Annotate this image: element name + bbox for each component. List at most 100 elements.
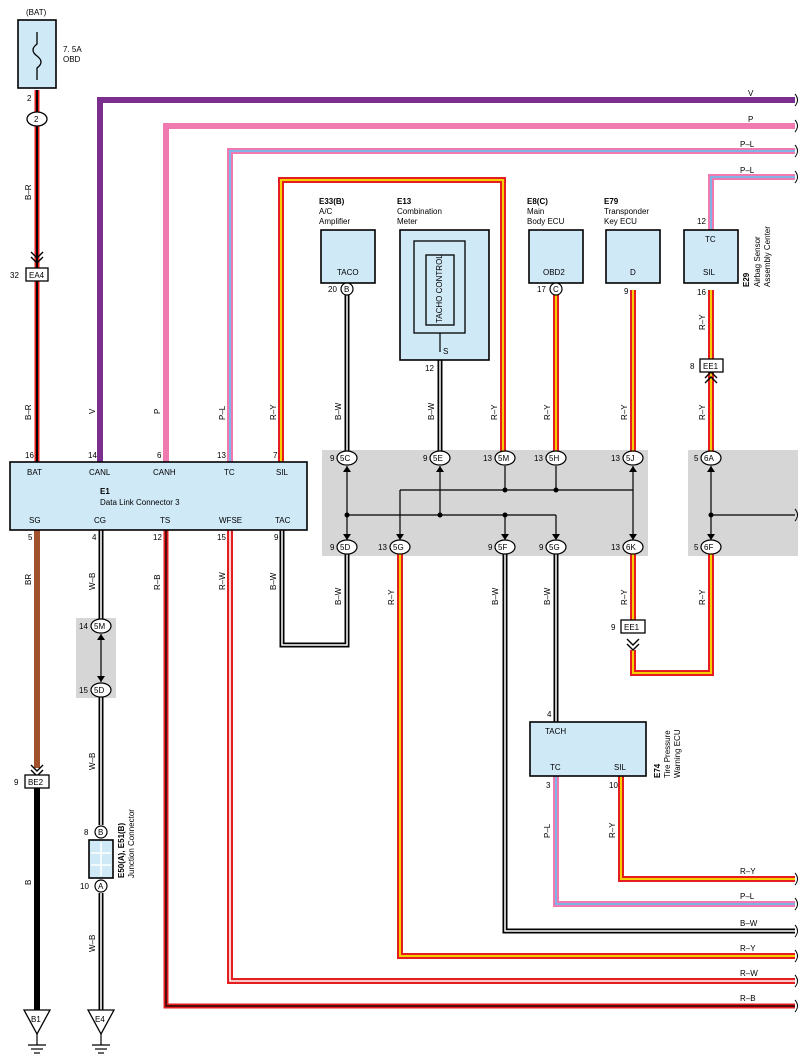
dlc-term-sil: SIL <box>276 468 289 477</box>
dlc-top-terminals: BAT CANL CANH TC SIL 16 14 6 13 7 <box>25 451 289 477</box>
e13-combination-meter <box>399 229 490 361</box>
e50-letter-b-circle <box>94 825 108 839</box>
e33-name2: Amplifier <box>319 217 350 226</box>
e8-term: OBD2 <box>543 268 565 277</box>
label-br-sg: BR <box>24 574 33 585</box>
e33-pin: 20 <box>328 285 337 294</box>
label-wb-cg: W–B <box>88 573 97 590</box>
jb-top-conn-4-oval <box>622 450 644 466</box>
dlc-pin-canl: 14 <box>88 451 97 460</box>
e74-id: E74 <box>653 763 662 778</box>
e8-id: E8(C) <box>527 197 548 206</box>
jb-top-conn-4-label: 5J <box>626 454 634 463</box>
dlc-pin-sil: 7 <box>273 451 278 460</box>
dlc-term-bat: BAT <box>27 468 42 477</box>
label-ry-e79: R–Y <box>620 404 629 420</box>
jb-bottom-conn-0-label: 5D <box>340 543 350 552</box>
e50-grid <box>91 842 111 876</box>
ground-b1-triangle <box>22 1009 52 1036</box>
label-v-dlc: V <box>88 408 97 414</box>
label-pl-dlc: P–L <box>218 405 227 420</box>
jb-left-conn-0-oval <box>90 618 112 634</box>
jb-bottom-conn-2-oval <box>494 539 516 555</box>
e33-letter-circle <box>340 282 354 296</box>
be2-name: BE2 <box>28 778 44 787</box>
ee1-low-pin: 9 <box>611 623 616 632</box>
e74-tire-pressure-ecu <box>529 721 647 777</box>
ground-b1: B1 <box>31 1015 41 1024</box>
dlc-pin-canh: 6 <box>157 451 162 460</box>
e13-term: S <box>443 347 448 356</box>
e79-id: E79 <box>604 197 619 206</box>
label-bw-5g: B–W <box>543 587 552 605</box>
e13-name1: Combination <box>397 207 442 216</box>
ea4-pin: 32 <box>10 271 19 280</box>
jb-top-conn-5-label: 6A <box>704 454 714 463</box>
label-bw-r: B–W <box>740 919 758 928</box>
label-ry-e29-low: R–Y <box>698 404 707 420</box>
e13-pin: 12 <box>425 364 434 373</box>
e13-inner: TACHO CONTROL <box>435 254 444 323</box>
wire-ry-loop-tracer <box>632 554 712 674</box>
e29-name1: Airbag Sensor <box>753 236 762 287</box>
jb-top-conn-2-label: 5M <box>498 454 509 463</box>
ground-e4-triangle <box>86 1009 116 1036</box>
wire-rb-tracer <box>165 530 795 1007</box>
label-ry-6k: R–Y <box>620 589 629 605</box>
jb-bottom-conn-3-label: 5G <box>549 543 560 552</box>
label-rw-wfse: R–W <box>218 572 227 590</box>
label-p-dlc: P <box>153 409 162 414</box>
e13-name2: Meter <box>397 217 418 226</box>
label-pl-r: P–L <box>740 892 755 901</box>
wire-labels: V P P–L P–L B–R B–R V P P–L R–Y B–W B–W … <box>24 89 758 1003</box>
dlc-term-wfse: WFSE <box>219 516 242 525</box>
e1-data-link-connector <box>9 461 308 531</box>
jb-top-conn-4-pin: 13 <box>611 454 620 463</box>
jb-bottom-conn-3-oval <box>545 539 567 555</box>
ee1-low-name: EE1 <box>624 623 640 632</box>
fuse-pin: 2 <box>27 94 32 103</box>
e50-name: Junction Connector <box>127 809 136 878</box>
label-rw-r: R–W <box>740 969 758 978</box>
dlc-term-tac: TAC <box>275 516 291 525</box>
e13-id: E13 <box>397 197 412 206</box>
ea4-box <box>25 267 49 282</box>
label-bw-e33: B–W <box>334 402 343 420</box>
e79-transponder-key-ecu <box>605 229 661 284</box>
ee1-top-pin: 8 <box>690 362 695 371</box>
fuse-source: (BAT) <box>26 8 47 17</box>
jb-top-conn-1-label: 5E <box>433 454 443 463</box>
wire-bw-5f-tracer <box>504 554 795 932</box>
jb-bottom-conn-0-pin: 9 <box>330 543 335 552</box>
e74-pin-tc: 3 <box>546 781 551 790</box>
jb-top-conn-3-pin: 13 <box>534 454 543 463</box>
e50-pin-a: 10 <box>80 882 89 891</box>
jb-bottom-conn-4-pin: 13 <box>611 543 620 552</box>
jb-internal-links <box>100 466 795 682</box>
fuse-conn-oval <box>26 111 48 127</box>
label-ry-e13: R–Y <box>490 404 499 420</box>
wire-p <box>163 123 795 462</box>
ground-e4: E4 <box>95 1015 105 1024</box>
ee1-low-box <box>620 619 646 634</box>
label-pl-top2: P–L <box>740 166 755 175</box>
be2-pin: 9 <box>14 778 19 787</box>
e8-name2: Body ECU <box>527 217 565 226</box>
e8-name1: Main <box>527 207 544 216</box>
continuation-marks <box>794 93 798 1013</box>
e50-pin-b: 8 <box>84 828 89 837</box>
e50-letter-a: A <box>98 882 104 891</box>
wire-pl-tracer <box>229 150 795 462</box>
jb-bottom-conn-5-oval <box>700 539 722 555</box>
dlc-term-canl: CANL <box>89 468 111 477</box>
e8-letter-circle <box>549 282 563 296</box>
ee1-top-name: EE1 <box>703 362 719 371</box>
dlc-id: E1 <box>100 487 110 496</box>
wire-ry-5g-tracer <box>399 554 795 957</box>
jb-junction-dots <box>344 487 714 518</box>
junction-block-right <box>688 450 798 556</box>
label-b-gnd: B <box>24 880 33 885</box>
dlc-pin-tc: 13 <box>217 451 226 460</box>
dlc-pin-bat: 16 <box>25 451 34 460</box>
